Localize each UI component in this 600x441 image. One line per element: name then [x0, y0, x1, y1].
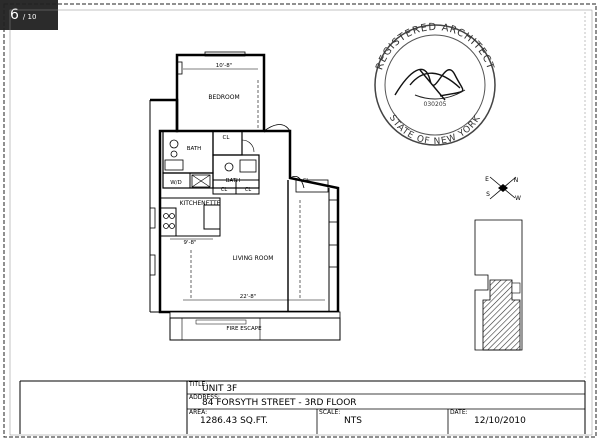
living-width-dim: 22'-8"	[240, 294, 257, 300]
closet-top-label: CL	[223, 135, 231, 141]
bath2-label: BATH	[226, 178, 241, 184]
compass-w: W	[515, 195, 521, 202]
date-value: 12/10/2010	[474, 416, 526, 426]
address-value: 84 FORSYTH STREET - 3RD FLOOR	[202, 398, 357, 408]
compass-s: S	[486, 191, 490, 198]
compass-e: E	[485, 176, 489, 183]
wd-label: W/D	[170, 180, 182, 186]
fire-escape-label: FIRE ESCAPE	[226, 326, 262, 332]
page-suffix: / 10	[22, 13, 37, 21]
key-plan	[474, 219, 523, 351]
sheet-inner-border	[9, 9, 593, 436]
title-block	[19, 380, 586, 434]
date-label: DATE:	[450, 409, 468, 416]
area-label: AREA:	[189, 409, 208, 416]
closet-a-label: CL	[221, 187, 227, 193]
stamp-bottom-text: STATE OF NEW YORK	[387, 113, 483, 147]
compass-n: N	[514, 177, 519, 184]
architect-stamp: REGISTERED ARCHITECT STATE OF NEW YORK 0…	[374, 22, 496, 147]
kitchen-width-dim: 9'-8"	[183, 240, 196, 246]
bath1-label: BATH	[187, 146, 202, 152]
bath1-walls	[162, 130, 214, 174]
dimension-lines	[170, 68, 325, 301]
compass-icon: N S E W	[485, 176, 521, 202]
closet-b-label: CL	[245, 187, 251, 193]
page-badge: 6 / 10	[0, 0, 58, 30]
bedroom-label: BEDROOM	[208, 94, 239, 101]
bedroom-width-dim: 10'-8"	[216, 63, 233, 69]
closet-right-label: CL	[303, 178, 309, 184]
sheet-border	[3, 3, 597, 438]
stamp-license: 030205	[424, 101, 447, 108]
area-value: 1286.43 SQ.FT.	[200, 416, 269, 426]
address-label: ADDRESS:	[189, 394, 220, 401]
signature	[394, 68, 464, 101]
scale-label: SCALE:	[319, 409, 341, 416]
title-value: UNIT 3F	[202, 384, 238, 394]
kitchenette-label: KITCHENETTE	[180, 200, 221, 207]
fire-escape	[169, 311, 341, 341]
stamp-top-text: REGISTERED ARCHITECT	[374, 22, 496, 72]
title-label: TITLE:	[189, 381, 208, 388]
scale-value: NTS	[344, 416, 362, 426]
living-room-label: LIVING ROOM	[233, 255, 274, 262]
page-number: 6	[10, 7, 19, 23]
